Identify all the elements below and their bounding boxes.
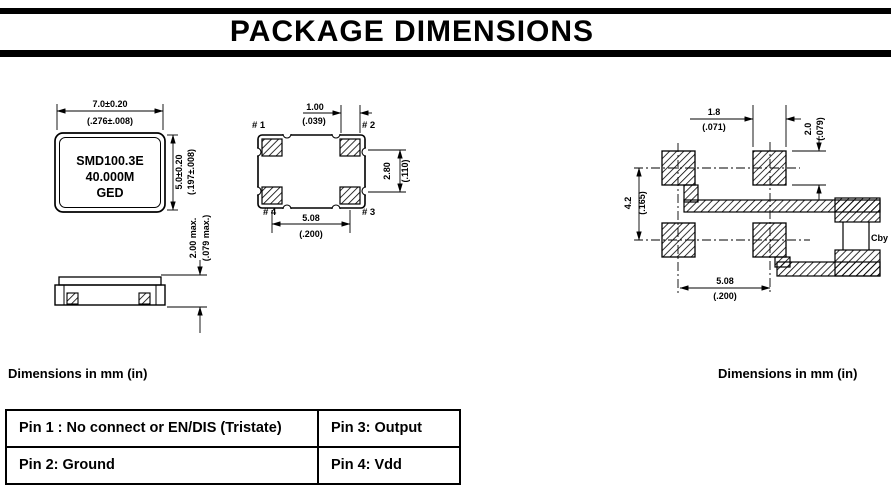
table-row: Pin 2: Ground Pin 4: Vdd [7, 448, 459, 483]
pin1-function-cell: Pin 1 : No connect or EN/DIS (Tristate) [7, 411, 319, 446]
top-view-drawing [54, 104, 178, 213]
bypass-cap-label: Cby [871, 233, 888, 243]
dimensions-note-left: Dimensions in mm (in) [8, 366, 148, 381]
land-pattern-drawing [634, 105, 881, 293]
header-rule-top [0, 8, 891, 14]
part-marking-line3: GED [96, 186, 123, 200]
top-view-height-in: (.197±.008) [186, 149, 196, 195]
top-view-height-mm: 5.0±0.20 [174, 155, 184, 190]
part-marking-line1: SMD100.3E [76, 154, 143, 168]
table-row: Pin 1 : No connect or EN/DIS (Tristate) … [7, 411, 459, 448]
pin4-function-cell: Pin 4: Vdd [331, 457, 402, 473]
land-pad-width-in: (.071) [702, 122, 726, 132]
dimensions-note-right: Dimensions in mm (in) [718, 366, 858, 381]
pad-pitch-mm: 5.08 [302, 213, 320, 223]
pin2-label: # 2 [362, 120, 375, 131]
land-pad-width-mm: 1.8 [708, 107, 721, 117]
land-col-pitch-in: (.200) [713, 291, 737, 301]
land-pad-height-in: (.079) [815, 117, 825, 141]
side-view-drawing [54, 260, 207, 333]
pad-height-mm: 2.80 [382, 162, 392, 180]
pad-width-mm: 1.00 [306, 102, 324, 112]
page-title: PACKAGE DIMENSIONS [229, 15, 595, 48]
pin3-function-cell: Pin 3: Output [331, 420, 423, 436]
header-rule-bottom [0, 50, 891, 57]
pin3-label: # 3 [362, 207, 375, 218]
pad-height-in: (.110) [400, 159, 410, 182]
land-pad-height-mm: 2.0 [803, 123, 813, 136]
pin1-label: # 1 [252, 120, 266, 131]
pin2-function-cell: Pin 2: Ground [7, 448, 319, 483]
package-drawings: 7.0±0.20 (.276±.008) 5.0±0.20 (.197±.008… [54, 99, 888, 333]
bottom-view-drawing [256, 105, 406, 233]
top-view-width-in: (.276±.008) [87, 116, 133, 126]
side-view-thickness-in: (.079 max.) [201, 215, 211, 262]
side-view-thickness-mm: 2.00 max. [188, 218, 198, 259]
land-col-pitch-mm: 5.08 [716, 276, 734, 286]
land-row-pitch-mm: 4.2 [623, 197, 633, 210]
top-view-width-mm: 7.0±0.20 [93, 99, 128, 109]
pad-width-in: (.039) [302, 116, 326, 126]
pin4-label: # 4 [263, 207, 277, 218]
land-row-pitch-in: (.165) [637, 191, 647, 215]
part-marking-line2: 40.000M [86, 170, 135, 184]
pin-assignment-table: Pin 1 : No connect or EN/DIS (Tristate) … [5, 409, 461, 485]
pad-pitch-in: (.200) [299, 229, 323, 239]
